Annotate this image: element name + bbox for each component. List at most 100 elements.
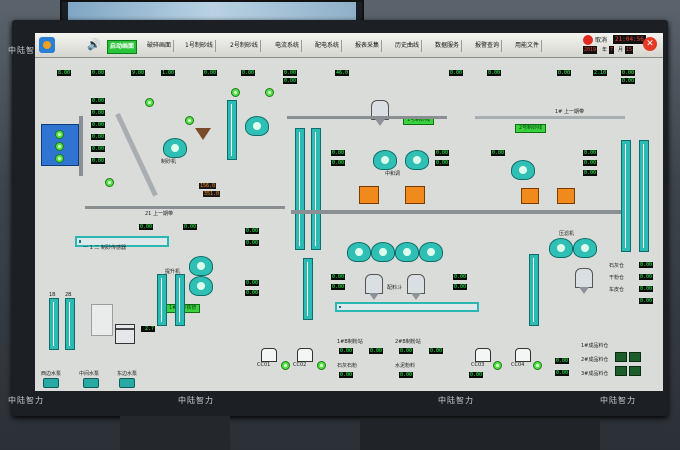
value-readout: 0.00 [241,70,256,76]
value-readout: 156.0 [199,183,217,189]
crusher-5[interactable] [511,160,535,180]
vertical-conveyor[interactable] [529,254,539,326]
value-readout: 0.00 [283,70,298,76]
classifier-3[interactable] [395,242,419,262]
menu-report[interactable]: 报表采集 [353,40,383,52]
value-readout: 0.00 [491,150,506,156]
power-icon[interactable] [583,35,593,45]
cement-silo [371,100,389,126]
right-silo-label: 车皮仓 [609,287,625,293]
status-indicator [185,116,194,125]
value-readout: 2.10 [593,70,608,76]
menu-power[interactable]: 配电系统 [313,40,343,52]
menu-startup[interactable]: 启动画面 [107,40,138,54]
tank-group-label: 水泥粉料 [395,363,416,369]
menu-line1[interactable]: 1号制砂线 [183,40,216,52]
status-indicator [265,88,274,97]
press-label: 压滤机 [559,231,575,237]
crusher-4[interactable] [189,276,213,296]
line2-indicator[interactable]: 2号制砂线 [515,124,547,133]
value-readout: 0.00 [583,170,598,176]
value-readout: 0.00 [399,348,414,354]
value-readout: 46.0 [335,70,350,76]
crusher-2[interactable] [245,116,269,136]
classifier-2[interactable] [371,242,395,262]
status-indicator [281,361,290,370]
menu-data[interactable]: 数据服务 [433,40,463,52]
mixer-1[interactable] [373,150,397,170]
main-pipe [85,206,285,209]
watermark-mid: 中陆智力 [178,396,214,405]
main-belt [291,210,631,214]
pipe [79,116,83,176]
silo-label: 配料斗 [387,285,403,291]
keyboard-area [360,420,600,450]
vertical-conveyor[interactable] [65,298,75,350]
date-day: 15 [625,46,634,54]
status-indicator [317,361,326,370]
product-bag [629,366,641,376]
product-bin-label: 1#成品料仓 [581,343,609,349]
mixer-label: 中和调 [385,171,401,177]
pump-east[interactable] [119,378,135,388]
status-indicator [533,361,542,370]
tank-cc01[interactable] [261,348,277,362]
value-readout: 351.0 [203,191,221,197]
value-readout: 0.00 [639,298,654,304]
status-indicator [105,178,114,187]
date-month: 7 [609,46,615,54]
classifier-5[interactable] [549,238,573,258]
value-readout: 0.00 [331,150,346,156]
left-bottom-sensor-label: 一 1 二 制砂传感器 [83,245,126,251]
sand-silo [365,274,383,300]
upper-belt-label: 1# 上一期带 [555,109,584,115]
vertical-conveyor[interactable] [157,274,167,326]
tank-cc04[interactable] [515,348,531,362]
close-icon[interactable]: ✕ [643,37,657,51]
pump-west[interactable] [43,378,59,388]
menu-files[interactable]: 用能文件 [513,40,543,52]
vertical-conveyor[interactable] [621,140,631,252]
value-readout: 1.00 [161,70,176,76]
value-readout: 0.00 [283,78,298,84]
crusher-1[interactable] [163,138,187,158]
vertical-conveyor[interactable] [227,100,237,160]
tank-cc03[interactable] [475,348,491,362]
belt-conveyor[interactable] [335,302,479,312]
classifier-1[interactable] [347,242,371,262]
menu-history[interactable]: 历史曲线 [393,40,423,52]
date-year: 2019 [583,46,598,54]
value-readout: 0.00 [91,70,106,76]
material-bin [557,188,575,204]
right-silo-label: 石灰仓 [609,263,625,269]
tank-group-label: 石灰石粉 [337,363,358,369]
vertical-conveyor[interactable] [49,298,59,350]
belt-conveyor[interactable] [75,236,169,247]
vertical-conveyor[interactable] [175,274,185,326]
vertical-conveyor[interactable] [303,258,313,320]
menu-line2[interactable]: 2号制砂线 [228,40,261,52]
vertical-conveyor[interactable] [295,128,305,250]
classifier-6[interactable] [573,238,597,258]
sand-silo [575,268,593,294]
vertical-conveyor[interactable] [639,140,649,252]
vertical-conveyor[interactable] [311,128,321,250]
mixer-2[interactable] [405,150,429,170]
value-readout: 0.00 [487,70,502,76]
value-readout: 0.00 [621,70,636,76]
menu-current[interactable]: 电流系统 [273,40,303,52]
pump-middle[interactable] [83,378,99,388]
crusher-3[interactable] [189,256,213,276]
value-readout: 9.00 [131,70,146,76]
value-readout: 0.00 [435,150,450,156]
value-readout: 0.00 [91,98,106,104]
value-readout: 0.00 [339,348,354,354]
menu-alarm[interactable]: 报警查询 [473,40,503,52]
tank-group-label: 1#B制粉站 [337,339,363,345]
menu-crushing[interactable]: 破碎画面 [145,40,175,52]
classifier-4[interactable] [419,242,443,262]
filter-panel [91,304,113,336]
mill-label: 制砂机 [161,159,177,165]
speaker-icon[interactable]: 🔊 [87,38,101,51]
tank-cc02[interactable] [297,348,313,362]
